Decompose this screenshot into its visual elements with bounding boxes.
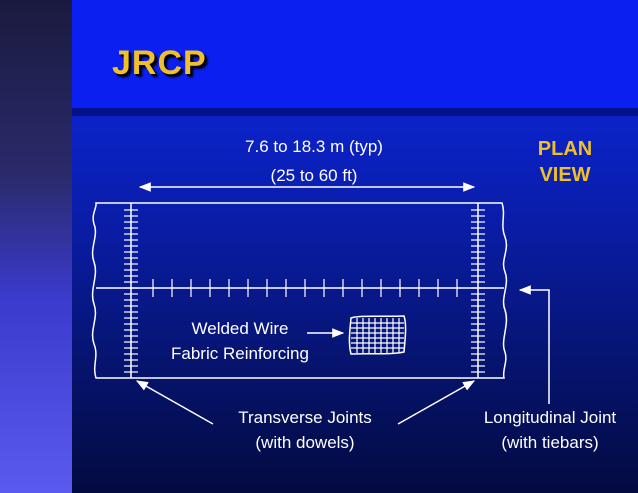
reinforcing-label-line-2: Fabric Reinforcing bbox=[171, 344, 309, 363]
transverse-pointer-right bbox=[397, 380, 476, 425]
longitudinal-label-line-1: Longitudinal Joint bbox=[483, 408, 617, 427]
plan-view-label: PLAN VIEW bbox=[520, 136, 610, 188]
slab-outline bbox=[91, 202, 508, 379]
plan-label-line-1: PLAN bbox=[537, 138, 593, 160]
longitudinal-joint-label: Longitudinal Joint (with tiebars) bbox=[466, 405, 634, 455]
dimension-metric: 7.6 to 18.3 m (typ) bbox=[245, 137, 383, 156]
transverse-joints-label: Transverse Joints (with dowels) bbox=[210, 405, 400, 455]
transverse-label-line-1: Transverse Joints bbox=[238, 408, 372, 427]
plan-label-line-2: VIEW bbox=[539, 164, 591, 186]
header-band bbox=[72, 0, 638, 108]
reinforcing-label: Welded Wire Fabric Reinforcing bbox=[160, 316, 320, 366]
reinforcing-label-line-1: Welded Wire bbox=[191, 319, 289, 338]
longitudinal-label-line-2: (with tiebars) bbox=[501, 433, 599, 452]
tiebars bbox=[152, 279, 458, 297]
wire-fabric-icon bbox=[348, 315, 407, 355]
transverse-label-line-2: (with dowels) bbox=[255, 433, 355, 452]
dowel-bars bbox=[124, 209, 485, 373]
left-accent-strip bbox=[0, 0, 72, 493]
dimension-imperial: (25 to 60 ft) bbox=[270, 166, 358, 185]
transverse-pointer-left bbox=[135, 380, 214, 425]
longitudinal-pointer bbox=[518, 285, 550, 404]
header-divider bbox=[72, 108, 638, 116]
slide-title: JRCP bbox=[112, 44, 207, 82]
